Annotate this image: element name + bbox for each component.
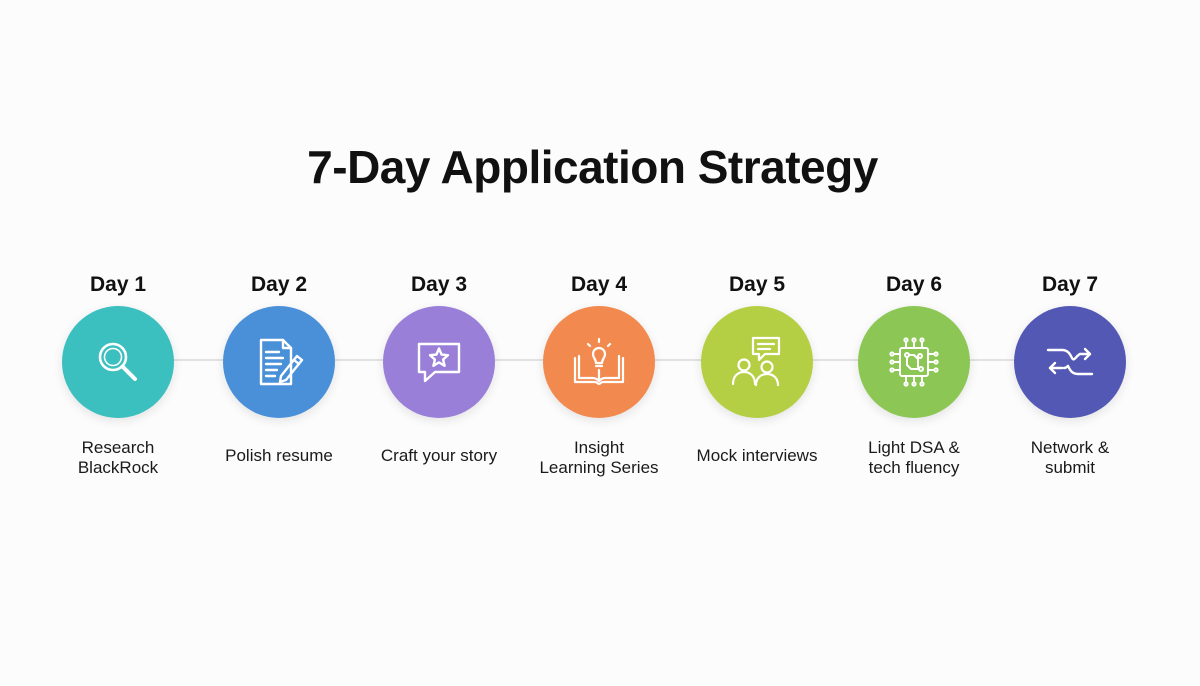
step-label: Mock interviews <box>696 446 818 465</box>
step-day-4: Day 4 Insight Learning Series <box>514 270 684 478</box>
step-day-6: Day 6 Light DSA & tech fluency <box>829 270 999 478</box>
document-pencil-icon <box>259 338 304 386</box>
crossing-arrows-icon <box>1046 347 1094 376</box>
day-label: Day 4 <box>570 273 628 296</box>
step-day-3: Day 3 Craft your story <box>354 270 524 466</box>
step-circle <box>223 306 335 418</box>
step-circle <box>858 306 970 418</box>
step-label: Insight Learning Series <box>539 438 659 477</box>
step-circle <box>701 306 813 418</box>
step-label: Polish resume <box>225 446 333 465</box>
day-label: Day 7 <box>1041 273 1099 296</box>
star-speech-bubble-icon <box>417 342 461 383</box>
step-day-7: Day 7 Network & submit <box>985 270 1155 478</box>
page-title: 7-Day Application Strategy <box>307 141 878 193</box>
magnifier-icon <box>98 342 137 381</box>
step-circle <box>62 306 174 418</box>
day-label: Day 6 <box>885 273 943 296</box>
step-day-2: Day 2 Polish resume <box>194 270 364 466</box>
day-label: Day 2 <box>250 273 308 296</box>
step-label: Light DSA & tech fluency <box>868 438 960 477</box>
step-label: Research BlackRock <box>77 438 159 477</box>
day-label: Day 1 <box>89 273 147 296</box>
lightbulb-book-icon <box>573 337 625 386</box>
step-circle <box>383 306 495 418</box>
circuit-chip-icon <box>889 337 939 387</box>
step-label: Craft your story <box>380 446 498 465</box>
step-day-5: Day 5 Mock interviews <box>672 270 842 466</box>
step-circle <box>1014 306 1126 418</box>
day-label: Day 3 <box>410 273 468 296</box>
day-label: Day 5 <box>728 273 786 296</box>
step-circle <box>543 306 655 418</box>
step-label: Network & submit <box>1030 438 1110 477</box>
people-chat-icon <box>731 336 781 387</box>
step-day-1: Day 1 Research BlackRock <box>33 270 203 478</box>
